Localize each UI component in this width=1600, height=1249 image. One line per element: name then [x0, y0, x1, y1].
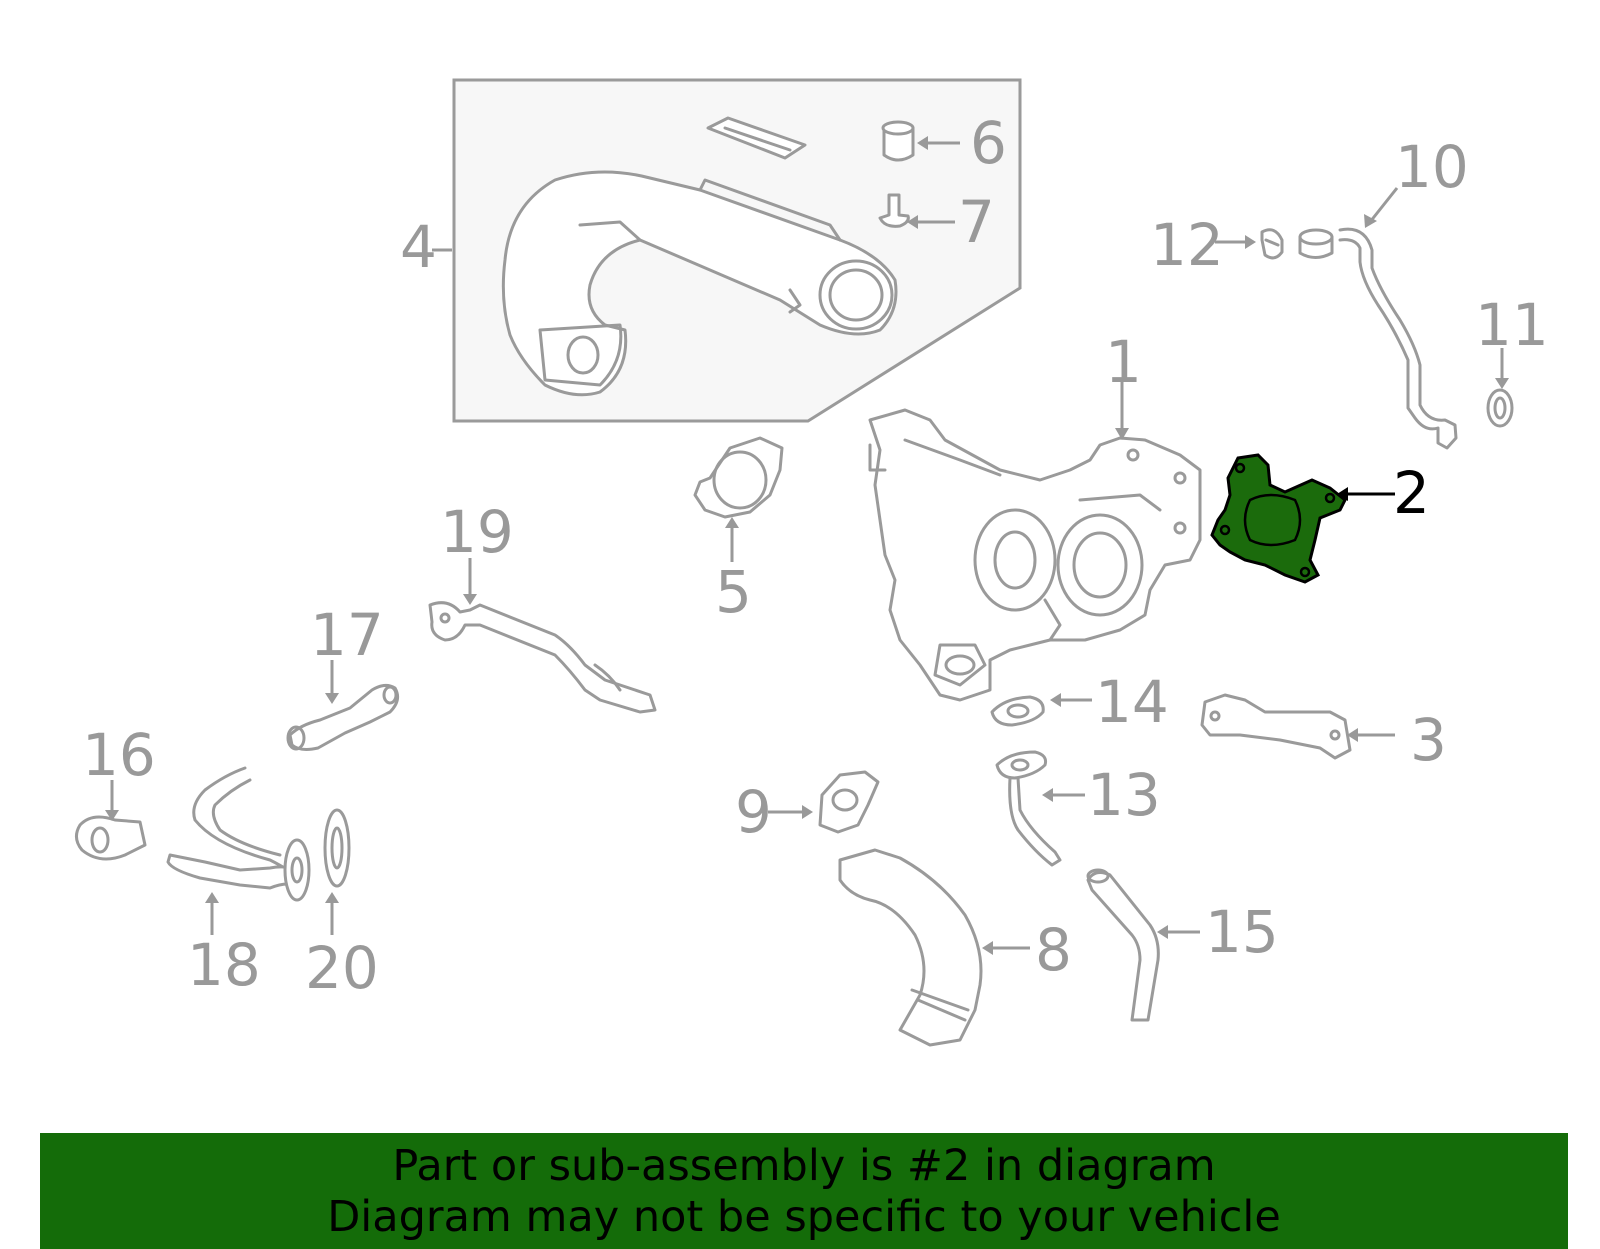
info-banner: Part or sub-assembly is #2 in diagram Di… [40, 1133, 1568, 1249]
part-2-gasket-highlighted[interactable] [1210, 453, 1347, 584]
callout-14: 14 [1095, 668, 1169, 736]
callout-13: 13 [1087, 761, 1161, 829]
callout-2: 2 [1393, 459, 1430, 527]
parts-diagram: 1 2 3 4 5 6 7 8 9 10 11 12 13 14 15 16 1… [75, 78, 1549, 1047]
part-12-clip[interactable] [1260, 228, 1284, 260]
banner-line-disclaimer: Diagram may not be specific to your vehi… [327, 1192, 1281, 1242]
part-8-hose[interactable] [838, 848, 983, 1047]
part-5-gasket[interactable] [693, 436, 784, 519]
part-14-gasket[interactable] [990, 695, 1045, 727]
part-6-bushing[interactable] [881, 120, 915, 162]
callout-labels: 1 2 3 4 5 6 7 8 9 10 11 12 13 14 15 16 1… [82, 109, 1549, 1002]
callout-6: 6 [970, 109, 1007, 177]
part-17-pipe[interactable] [286, 683, 400, 751]
part-4-gasket [706, 116, 807, 160]
callout-4: 4 [400, 213, 437, 281]
callout-16: 16 [82, 721, 156, 789]
callout-7: 7 [958, 188, 995, 256]
callout-11: 11 [1475, 291, 1549, 359]
part-13-pipe[interactable] [995, 750, 1062, 867]
callout-17: 17 [310, 601, 384, 669]
leader-arrows [105, 136, 1509, 955]
part-16-fitting[interactable] [75, 815, 147, 861]
part-1-turbocharger[interactable] [868, 408, 1202, 702]
callout-3: 3 [1410, 706, 1447, 774]
callout-12: 12 [1150, 211, 1224, 279]
part-18-pipe[interactable] [166, 766, 311, 902]
callout-9: 9 [735, 778, 772, 846]
part-15-hose[interactable] [1086, 868, 1160, 1022]
part-10-pipe[interactable] [1298, 227, 1458, 450]
callout-19: 19 [440, 498, 514, 566]
part-3-bracket[interactable] [1200, 693, 1352, 760]
callout-18: 18 [187, 931, 261, 999]
callout-10: 10 [1395, 133, 1469, 201]
callout-5: 5 [715, 558, 752, 626]
callout-20: 20 [305, 934, 379, 1002]
part-20-gasket[interactable] [323, 808, 351, 888]
part-19-pipe[interactable] [428, 601, 657, 714]
banner-line-part: Part or sub-assembly is #2 in diagram [392, 1141, 1216, 1191]
callout-8: 8 [1035, 916, 1072, 984]
part-11-washer[interactable] [1486, 388, 1514, 428]
part-9-fitting[interactable] [818, 770, 880, 834]
callout-15: 15 [1205, 898, 1279, 966]
part-7-bolt[interactable] [878, 193, 910, 228]
part-4-intake-pipe[interactable] [501, 170, 898, 397]
callout-1: 1 [1105, 328, 1142, 396]
